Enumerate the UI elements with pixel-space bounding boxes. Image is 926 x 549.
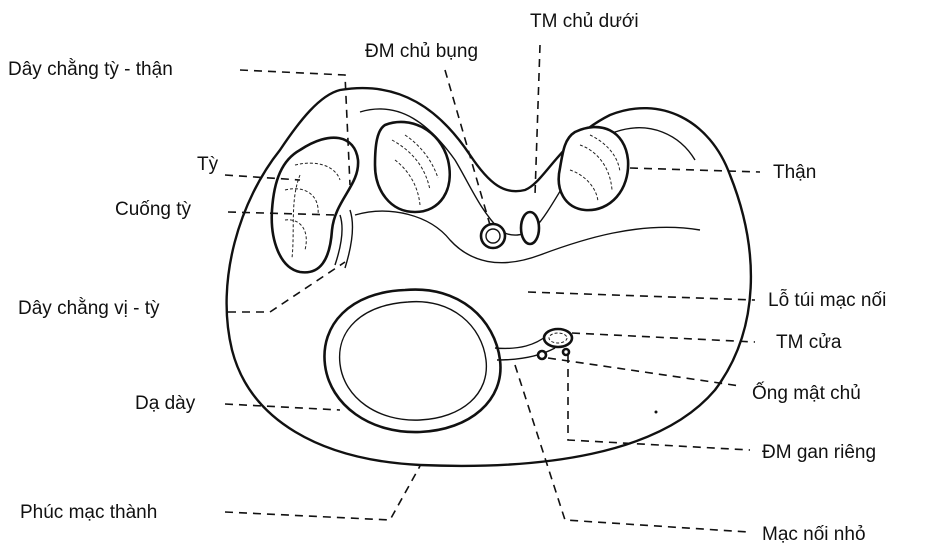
label-da-day: Dạ dày xyxy=(135,393,196,414)
leader-dm-gan-rieng xyxy=(568,355,750,450)
right-kidney xyxy=(559,127,628,210)
leader-tm-chu-duoi xyxy=(535,45,540,195)
leader-ong-mat-chu xyxy=(548,358,740,386)
stomach-outer xyxy=(324,290,500,433)
label-phuc-mac-thanh: Phúc mạc thành xyxy=(20,502,157,523)
label-tm-cua: TM cửa xyxy=(776,332,842,353)
leader-dm-chu-bung xyxy=(445,70,490,225)
label-day-chang-ty-than: Dây chằng tỳ - thận xyxy=(8,58,173,80)
spleen xyxy=(272,138,358,273)
label-than: Thận xyxy=(773,162,816,183)
leader-phuc-mac-thanh xyxy=(225,466,420,520)
leader-lo-tui-mac-noi xyxy=(528,292,755,300)
leader-day-chang-vi-ty xyxy=(228,262,345,312)
label-lo-tui-mac-noi: Lỗ túi mạc nối xyxy=(768,289,886,311)
abdominal-aorta xyxy=(481,224,505,248)
common-bile-duct xyxy=(538,351,546,359)
dot-mark xyxy=(655,411,658,414)
leader-than xyxy=(630,168,760,172)
portal-vein xyxy=(544,329,572,347)
leader-tm-cua xyxy=(572,333,755,342)
label-mac-noi-nho: Mạc nối nhỏ xyxy=(762,524,866,545)
parietal-peritoneum-outline xyxy=(227,88,751,466)
gastrosplenic-ligament-band xyxy=(335,210,353,268)
leader-da-day xyxy=(225,404,340,410)
label-ty: Tỳ xyxy=(197,154,219,175)
label-ong-mat-chu: Ống mật chủ xyxy=(752,382,861,404)
proper-hepatic-artery xyxy=(563,349,569,355)
label-day-chang-vi-ty: Dây chằng vị - tỳ xyxy=(18,297,160,319)
left-kidney xyxy=(375,122,450,212)
label-cuong-ty: Cuống tỳ xyxy=(115,199,192,220)
label-tm-chu-duoi: TM chủ dưới xyxy=(530,11,639,32)
inferior-vena-cava xyxy=(521,212,539,244)
label-dm-chu-bung: ĐM chủ bụng xyxy=(365,41,478,62)
label-dm-gan-rieng: ĐM gan riêng xyxy=(762,442,876,463)
